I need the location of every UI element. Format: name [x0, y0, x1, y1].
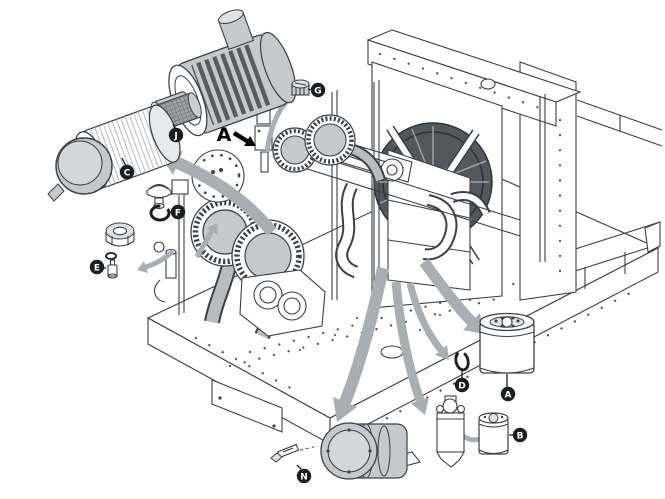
air-cleaner-exploded — [47, 9, 297, 202]
svg-text:D: D — [458, 381, 465, 391]
callout-plug-bolt: N — [296, 464, 312, 484]
small-o-ring-part — [149, 204, 171, 222]
view-marker-label: A — [217, 124, 232, 146]
callout-oil-filter: A — [500, 374, 516, 402]
svg-text:G: G — [314, 86, 321, 96]
svg-text:J: J — [173, 131, 177, 141]
callouts: C J G F E D A — [89, 82, 528, 484]
fitting-o-ring — [105, 252, 117, 260]
intake-port — [304, 114, 356, 166]
fuel-water-separator — [435, 395, 466, 468]
oil-filter-part — [479, 312, 535, 374]
frame-uprights — [171, 80, 546, 315]
callout-drain-fitting: E — [89, 259, 106, 275]
callout-fuel-filter-element: B — [509, 427, 528, 443]
plug-bolt-part — [270, 443, 319, 463]
callout-air-filter-inner-element: J — [168, 123, 184, 143]
small-parts-left — [105, 79, 310, 279]
callout-small-o-ring: F — [168, 204, 186, 220]
bottom-parts — [270, 312, 535, 480]
svg-text:C: C — [124, 168, 131, 178]
left-piping — [153, 241, 177, 303]
pump-motor — [320, 422, 421, 480]
air-cleaner-dust-cap — [47, 137, 113, 202]
view-marker-arrow-icon — [244, 136, 256, 146]
breather-cap-part — [291, 79, 310, 96]
airend-assembly — [153, 95, 386, 340]
callout-air-filter-element: C — [119, 157, 135, 180]
callout-o-ring: D — [454, 371, 470, 393]
gear-housing — [239, 269, 326, 337]
o-ring-part — [454, 350, 470, 372]
view-marker: A — [217, 124, 256, 146]
svg-text:A: A — [505, 390, 512, 400]
fuel-filter-element-part — [478, 412, 509, 455]
svg-text:N: N — [300, 472, 308, 482]
svg-text:F: F — [175, 208, 181, 218]
flanged-nut — [105, 222, 135, 247]
drain-fitting-part — [107, 259, 118, 279]
air-cleaner-housing — [150, 9, 297, 137]
svg-text:B: B — [517, 431, 524, 441]
service-arrows — [137, 94, 489, 445]
callout-breather-cap: G — [307, 82, 326, 98]
svg-text:E: E — [94, 263, 100, 273]
